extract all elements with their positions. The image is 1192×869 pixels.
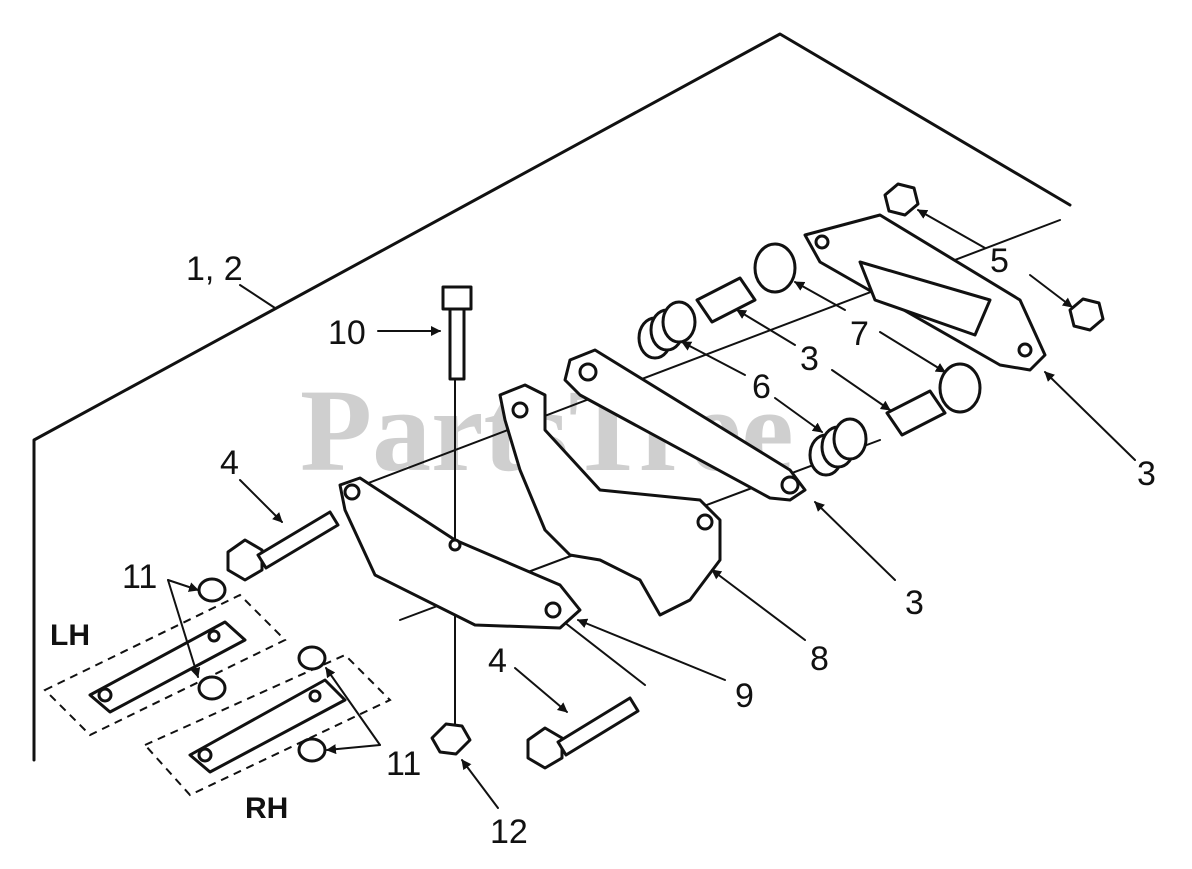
- label-rh: RH: [245, 792, 288, 825]
- spring-6-upper: [637, 300, 697, 360]
- middle-plate: [563, 348, 807, 502]
- leader-4-lower: [514, 667, 568, 713]
- leader-12: [461, 759, 499, 809]
- spacer-3-lower: [885, 389, 947, 437]
- nut-5-right: [1068, 297, 1105, 332]
- callout-4-upper: 4: [220, 444, 239, 482]
- rear-plate: [803, 213, 1047, 372]
- leader-11-lh: [167, 579, 199, 592]
- lh-dashed-box: [43, 593, 287, 737]
- leader-7-a: [794, 281, 846, 311]
- front-bracket: [498, 383, 722, 617]
- leader-3-mid: [814, 501, 896, 581]
- bolt-4-upper: [226, 510, 340, 582]
- lower-centerline: [554, 614, 646, 686]
- leader-7-b: [879, 331, 946, 373]
- leader-5-a: [917, 209, 986, 249]
- leader-11-lh-b: [167, 579, 201, 678]
- bushing-7-upper: [753, 242, 797, 294]
- lower-bracket: [338, 476, 582, 630]
- leader-3-right: [1044, 371, 1136, 461]
- rh-dashed-box: [143, 653, 392, 797]
- leader-11-rh: [325, 667, 381, 746]
- callout-6: 6: [752, 368, 771, 406]
- bolt-10: [441, 285, 473, 381]
- rh-nut-upper: [297, 645, 327, 671]
- callout-10: 10: [328, 314, 366, 352]
- leader-5-b: [1029, 274, 1073, 308]
- callout-3-right: 3: [1137, 455, 1156, 493]
- spacer-3-upper: [695, 276, 757, 324]
- leader-4-upper: [239, 479, 283, 523]
- callout-5: 5: [990, 242, 1009, 280]
- label-lh: LH: [50, 619, 90, 652]
- callout-12: 12: [490, 813, 528, 851]
- lh-nut-lower: [197, 675, 227, 701]
- callout-4-lower: 4: [488, 642, 507, 680]
- callout-8: 8: [810, 640, 829, 678]
- leader-11-rh-b: [326, 744, 381, 755]
- callout-11-rh: 11: [386, 745, 421, 783]
- callout-11-lh: 11: [122, 558, 157, 596]
- nut-5-top: [883, 182, 920, 217]
- callout-1-2: 1, 2: [186, 250, 243, 288]
- leader-6-b: [774, 397, 823, 433]
- leader-1-2: [239, 284, 276, 309]
- rh-link: [188, 678, 347, 774]
- lh-link: [88, 620, 247, 714]
- bushing-7-lower: [938, 362, 982, 414]
- callout-7: 7: [850, 315, 869, 353]
- leader-8: [711, 569, 806, 641]
- nut-12: [430, 722, 472, 756]
- bolt-4-lower: [526, 696, 640, 770]
- callout-9: 9: [735, 677, 754, 715]
- spring-6-lower: [808, 417, 868, 477]
- leader-6-a: [681, 341, 746, 376]
- leader-9: [577, 618, 726, 681]
- leader-3-spacer-a: [736, 309, 796, 346]
- callout-3-spacer: 3: [800, 340, 819, 378]
- rh-nut-lower: [297, 737, 327, 763]
- callout-3-mid: 3: [905, 584, 924, 622]
- frame-outline: [32, 32, 1072, 762]
- lh-nut-upper: [197, 577, 227, 603]
- leader-3-spacer-b: [831, 369, 891, 411]
